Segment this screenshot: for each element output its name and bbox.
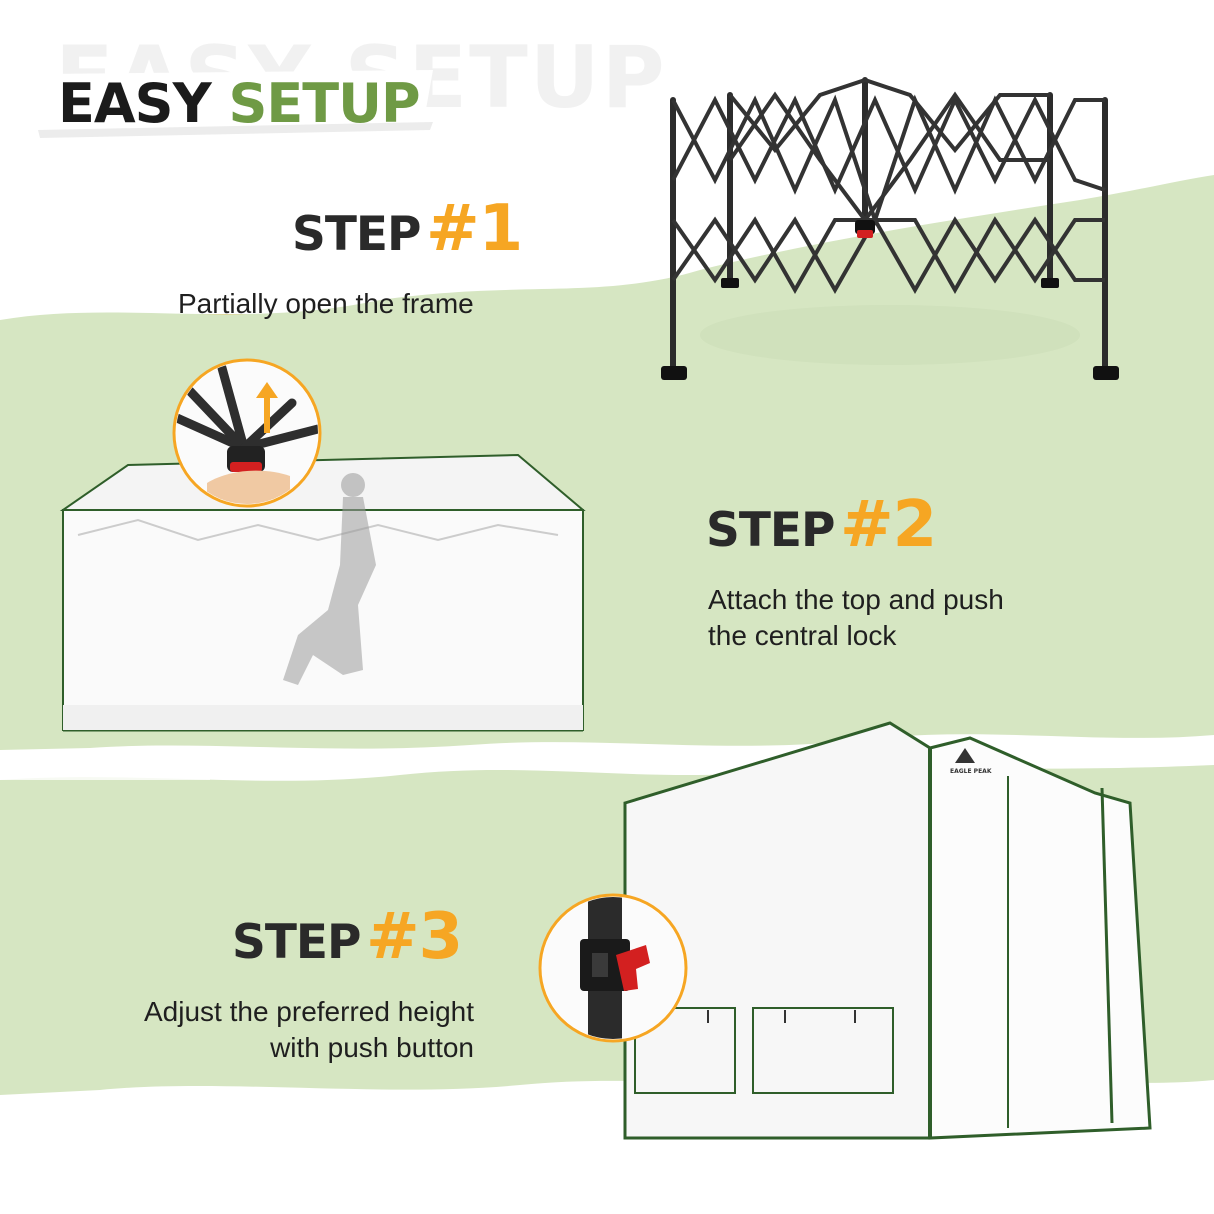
step-2-highlight: Attach the top: [704, 582, 885, 618]
step-1-desc-rest: open the frame: [277, 288, 474, 319]
title-plate: EASY SETUP: [38, 70, 433, 138]
greenhouse-step3-image: EAGLE PEAK: [623, 721, 1152, 1140]
arrow-up-icon: [256, 382, 278, 433]
step-3-desc-rest: the preferred height: [221, 996, 474, 1027]
push-button-zoom: [538, 893, 688, 1043]
step-1-highlight: Partially: [174, 286, 282, 322]
greenhouse-step2-image: [59, 453, 586, 732]
step-3-label: STEP: [232, 915, 361, 970]
step-1-label: STEP: [292, 207, 421, 262]
step-3-desc-line2: with push button: [270, 1032, 474, 1063]
step-2-heading: STEP #2: [706, 488, 937, 562]
step-3-heading: STEP #3: [232, 900, 463, 974]
step-3-number: #3: [366, 900, 463, 974]
central-lock-zoom: [172, 358, 322, 508]
step-3-highlight: Adjust: [140, 994, 226, 1030]
step-1-number: #1: [426, 192, 523, 266]
step-1-heading: STEP #1: [292, 192, 523, 266]
step-2-desc-rest: and push: [880, 584, 1004, 615]
step-2-number: #2: [840, 488, 937, 562]
title-word-2: SETUP: [228, 72, 421, 135]
step-1-description: Partially open the frame: [174, 286, 474, 322]
step-2-label: STEP: [706, 503, 835, 558]
title-word-1: EASY: [58, 72, 212, 135]
person-silhouette: [283, 473, 376, 685]
step-3-description: Adjust the preferred height with push bu…: [60, 994, 474, 1066]
step-2-description: Attach the top and push the central lock: [704, 582, 1004, 654]
title-plate-shape: [38, 70, 433, 138]
folding-frame-image: [661, 77, 1119, 380]
page-title: EASY SETUP: [58, 72, 421, 135]
brand-tag: EAGLE PEAK: [950, 768, 992, 775]
step-2-desc-line2: the central lock: [708, 620, 897, 651]
